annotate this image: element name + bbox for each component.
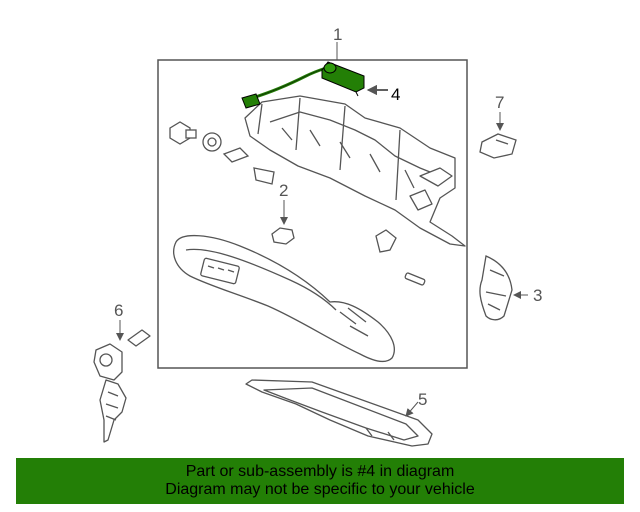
glove-box-door bbox=[173, 234, 395, 363]
callout-3: 3 bbox=[533, 286, 542, 305]
callout-1: 1 bbox=[333, 25, 342, 44]
callout-2: 2 bbox=[279, 181, 288, 200]
part-7-clip bbox=[479, 112, 517, 159]
part-5-lower-tray bbox=[245, 379, 433, 447]
bracket-piece bbox=[253, 167, 426, 286]
part-info-banner: Part or sub-assembly is #4 in diagram Di… bbox=[16, 458, 624, 504]
bolt-and-washer bbox=[169, 121, 250, 163]
callout-7: 7 bbox=[495, 93, 504, 112]
exploded-parts-diagram: 1 2 3 4 5 6 7 bbox=[93, 25, 542, 447]
banner-part-line: Part or sub-assembly is #4 in diagram bbox=[185, 463, 455, 480]
part-4-glove-box-damper bbox=[241, 61, 388, 109]
callout-labels: 1 2 3 4 5 6 7 bbox=[114, 25, 542, 409]
callout-4: 4 bbox=[391, 85, 400, 104]
part-2-clip bbox=[271, 200, 295, 245]
banner-disclaimer-line: Diagram may not be specific to your vehi… bbox=[165, 481, 475, 498]
callout-5: 5 bbox=[418, 390, 427, 409]
glove-box-housing bbox=[244, 95, 466, 247]
callout-6: 6 bbox=[114, 301, 123, 320]
assembly-frame bbox=[157, 42, 468, 369]
part-6-switch-assembly bbox=[93, 320, 151, 443]
part-3-side-cover bbox=[479, 255, 528, 321]
